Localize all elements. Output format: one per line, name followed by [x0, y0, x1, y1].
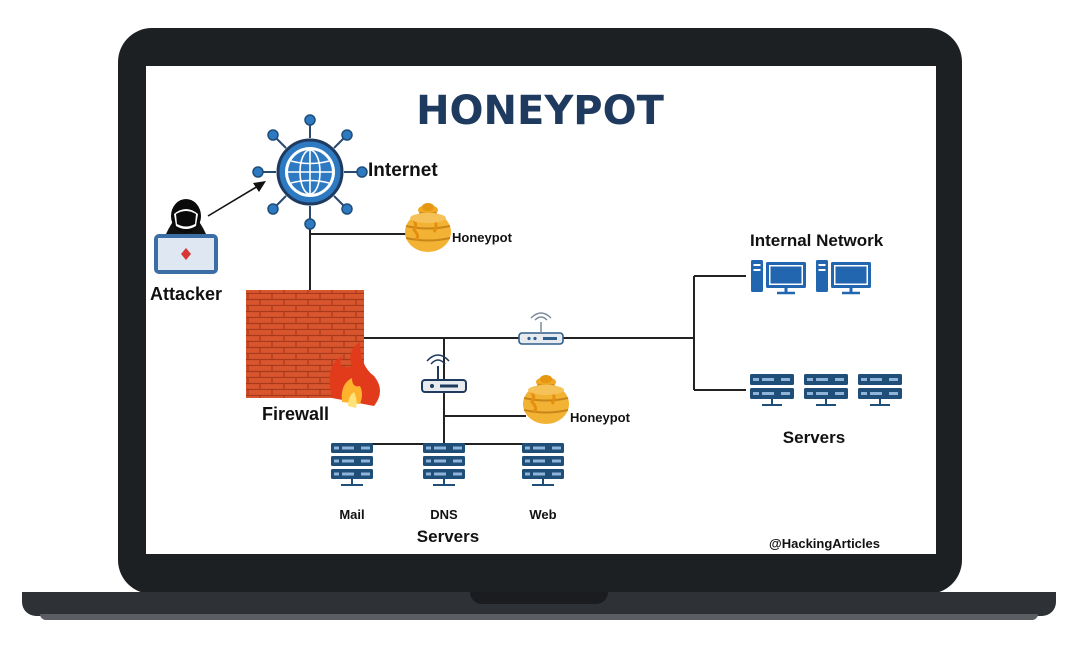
laptop-screen: HONEYPOT — [146, 66, 936, 554]
router-icon — [518, 312, 564, 345]
honeypot-label-mid: Honeypot — [570, 410, 631, 425]
honeypot-icon — [521, 373, 571, 426]
server-rack-icon — [857, 373, 903, 406]
server-rack-icon — [330, 442, 374, 486]
internet-label: Internet — [368, 160, 438, 181]
hacker-icon — [154, 199, 218, 274]
firewall-icon — [246, 290, 380, 408]
arrow-head-icon — [253, 181, 266, 192]
globe-icon — [252, 114, 368, 230]
internal-network-label: Internal Network — [750, 231, 884, 250]
web-server-label: Web — [529, 507, 556, 522]
laptop-notch — [470, 592, 608, 604]
monitor-icon — [814, 258, 873, 295]
firewall-label: Firewall — [262, 404, 329, 424]
diagram-title: HONEYPOT — [416, 88, 665, 134]
dns-server-label: DNS — [430, 507, 458, 522]
server-rack-icon — [521, 442, 565, 486]
monitor-icon — [749, 258, 808, 295]
server-rack-icon — [422, 442, 466, 486]
laptop-base-edge — [40, 614, 1038, 620]
honeypot-diagram: HONEYPOT — [150, 88, 903, 551]
attack-arrow — [207, 185, 259, 217]
watermark: @HackingArticles — [769, 536, 880, 551]
server-rack-icon — [803, 373, 849, 406]
attacker-label: Attacker — [150, 284, 222, 304]
honeypot-icon — [403, 201, 453, 254]
server-rack-icon — [749, 373, 795, 406]
router-icon — [421, 354, 467, 393]
dmz-servers-label: Servers — [417, 527, 479, 546]
internal-servers-label: Servers — [783, 428, 845, 447]
honeypot-label-top: Honeypot — [452, 230, 513, 245]
mail-server-label: Mail — [339, 507, 364, 522]
